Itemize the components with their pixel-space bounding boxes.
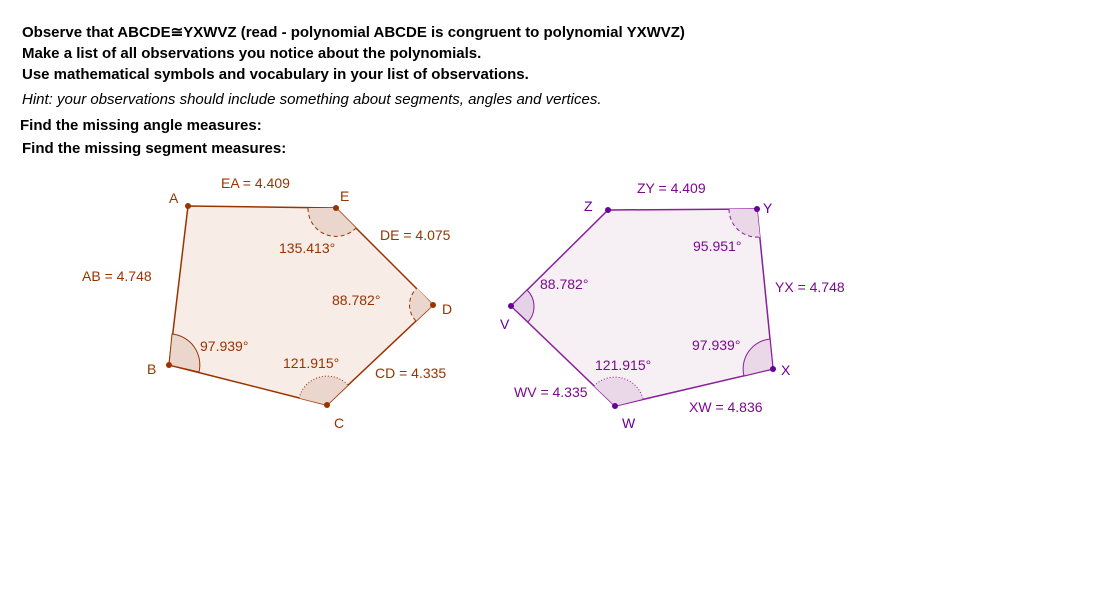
vertex-e-point[interactable] <box>333 205 339 211</box>
vertex-d-label: D <box>442 301 452 317</box>
vertex-z-label: Z <box>584 198 593 214</box>
vertex-d-point[interactable] <box>430 302 436 308</box>
instruction-make-list: Make a list of all observations you noti… <box>22 45 482 62</box>
segment-xw-label: XW = 4.836 <box>689 399 763 415</box>
instruction-congruence: Observe that ABCDE≅YXWVZ (read - polynom… <box>22 24 685 41</box>
vertex-a-point[interactable] <box>185 203 191 209</box>
vertex-c-label: C <box>334 415 344 431</box>
vertex-y-point[interactable] <box>754 206 760 212</box>
angle-b-marker <box>168 333 201 373</box>
vertex-z-point[interactable] <box>605 207 611 213</box>
vertex-x-point[interactable] <box>770 366 776 372</box>
vertex-w-label: W <box>622 415 636 431</box>
angle-c-label: 121.915° <box>283 355 339 371</box>
vertex-b-point[interactable] <box>166 362 172 368</box>
vertex-x-label: X <box>781 362 791 378</box>
pentagon-abcde: A B C D E EA = 4.409 AB = 4.748 DE = 4.0… <box>82 175 452 431</box>
segment-yx-label: YX = 4.748 <box>775 279 845 295</box>
vertex-y-label: Y <box>763 200 773 216</box>
angle-e-arc <box>307 207 357 237</box>
vertex-w-point[interactable] <box>612 403 618 409</box>
angle-x-marker <box>742 338 774 377</box>
instruction-missing-angles: Find the missing angle measures: <box>20 117 262 134</box>
angle-c-marker <box>299 376 348 405</box>
pentagon-yxwvz: Y X W V Z ZY = 4.409 YX = 4.748 WV = 4.3… <box>500 180 845 431</box>
vertex-e-label: E <box>340 188 349 204</box>
angle-e-label: 135.413° <box>279 240 335 256</box>
vertex-b-label: B <box>147 361 156 377</box>
segment-ea-label: EA = 4.409 <box>221 175 290 191</box>
angle-c-arc <box>298 375 349 399</box>
segment-zy-label: ZY = 4.409 <box>637 180 706 196</box>
segment-ab-label: AB = 4.748 <box>82 268 152 284</box>
vertex-v-point[interactable] <box>508 303 514 309</box>
angle-v-label: 88.782° <box>540 276 588 292</box>
instruction-use-symbols: Use mathematical symbols and vocabulary … <box>22 66 529 83</box>
angle-d-arc <box>409 287 418 322</box>
angle-d-marker <box>409 288 433 321</box>
vertex-a-label: A <box>169 190 179 206</box>
segment-wv-label: WV = 4.335 <box>514 384 588 400</box>
angle-e-marker <box>307 208 356 237</box>
angle-w-marker <box>594 377 643 406</box>
angle-w-arc <box>593 376 644 400</box>
angle-d-label: 88.782° <box>332 292 380 308</box>
vertex-c-point[interactable] <box>324 402 330 408</box>
angle-y-arc <box>728 208 761 238</box>
vertex-v-label: V <box>500 316 510 332</box>
angle-y-label: 95.951° <box>693 238 741 254</box>
angle-y-marker <box>728 209 760 238</box>
angle-v-marker <box>510 289 535 323</box>
segment-de-label: DE = 4.075 <box>380 227 451 243</box>
segment-cd-label: CD = 4.335 <box>375 365 446 381</box>
instruction-hint: Hint: your observations should include s… <box>22 91 602 108</box>
angle-x-label: 97.939° <box>692 337 740 353</box>
angle-b-label: 97.939° <box>200 338 248 354</box>
angle-w-label: 121.915° <box>595 357 651 373</box>
instruction-missing-segments: Find the missing segment measures: <box>22 140 287 157</box>
